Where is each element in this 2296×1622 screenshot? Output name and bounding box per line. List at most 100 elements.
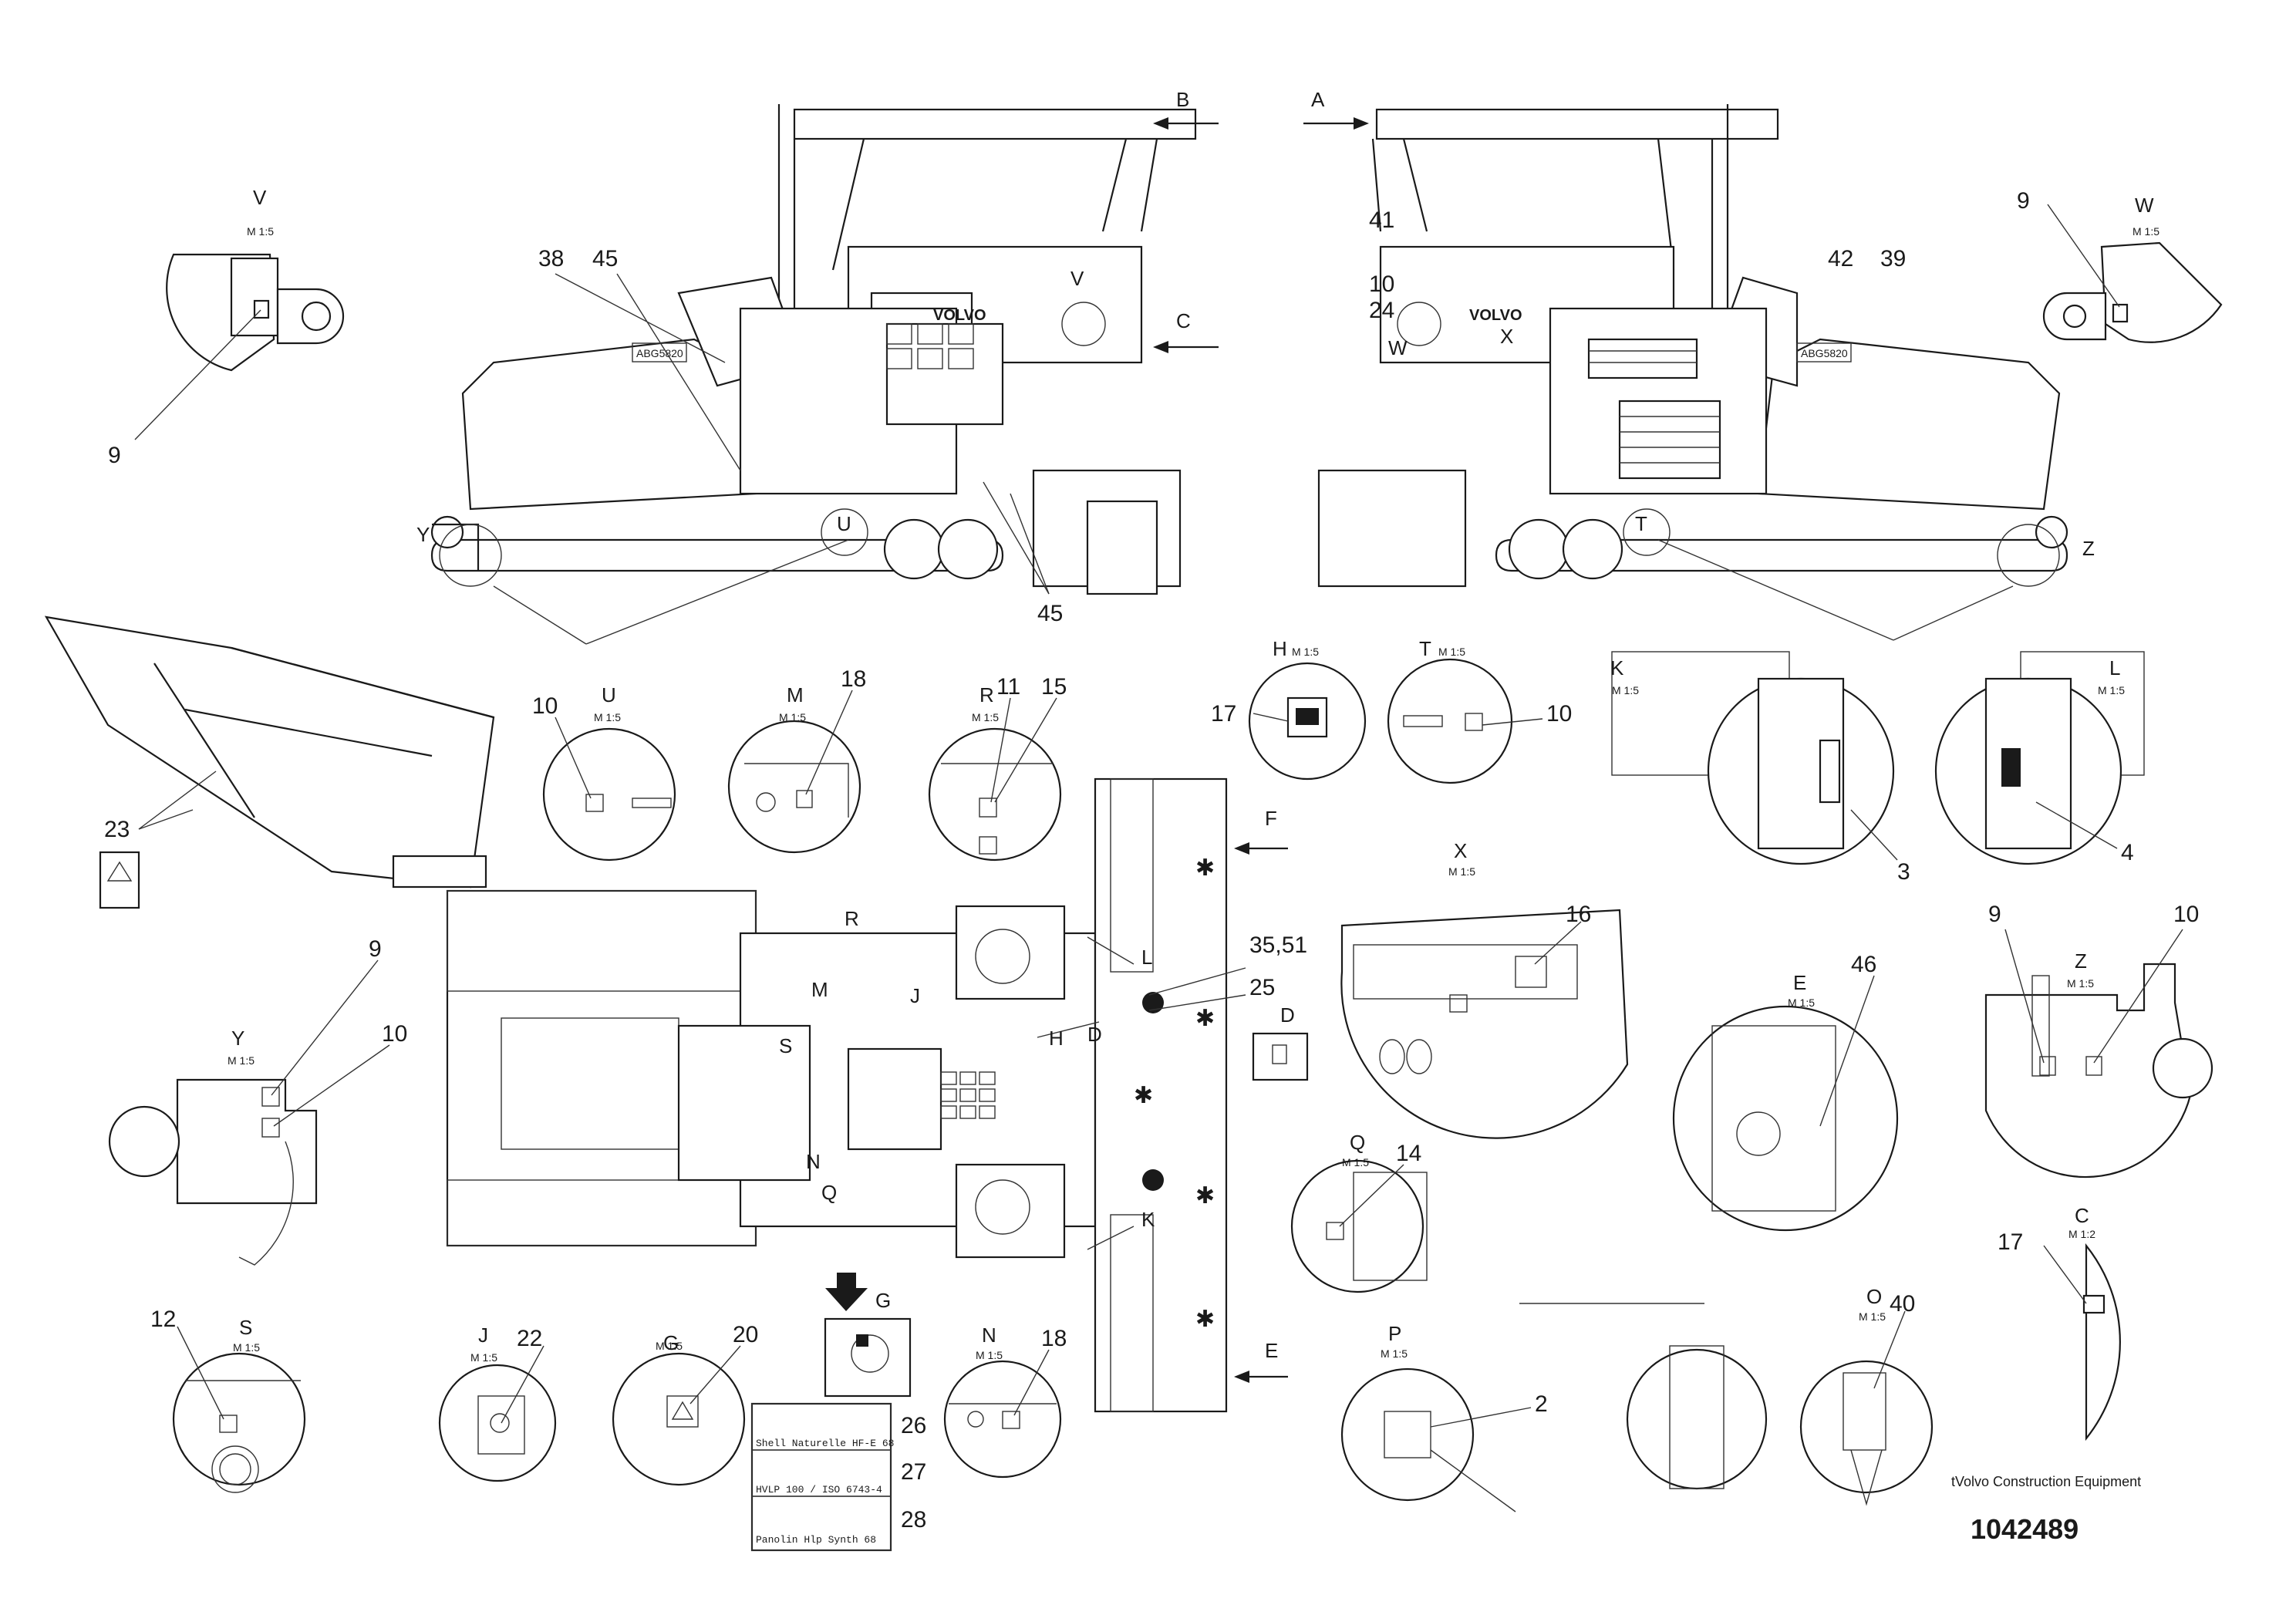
detail-o: O M 1:5 40 (1519, 1285, 1934, 1506)
view-ref-t: T (1635, 512, 1647, 535)
view-ref-w: W (1388, 336, 1408, 359)
detail-s: S M 1:5 12 (150, 1307, 306, 1493)
arrow-label-b: B (1176, 88, 1189, 111)
detail-y-scale: M 1:5 (228, 1054, 255, 1067)
callout-20: 20 (733, 1322, 758, 1347)
detail-x: X M 1:5 16 (1340, 839, 1629, 1139)
side-view-left: VOLVO ABG5820 (430, 104, 1197, 645)
detail-z-title: Z (2075, 949, 2087, 973)
callout-14: 14 (1396, 1141, 1421, 1166)
plan-ref-n: N (806, 1150, 821, 1173)
callout-9-y: 9 (369, 936, 382, 962)
callout-11: 11 (996, 674, 1020, 700)
oil-label-3: Panolin Hlp Synth 68 (756, 1534, 876, 1546)
detail-w-title: W (2135, 194, 2154, 217)
detail-v-title: V (253, 186, 267, 209)
body-panel-grid (886, 323, 974, 369)
detail-r-scale: M 1:5 (972, 711, 999, 723)
detail-l-scale: M 1:5 (2098, 684, 2125, 696)
company-name: tVolvo Construction Equipment (1951, 1474, 2141, 1489)
detail-n: N M 1:5 18 (943, 1324, 1067, 1479)
screed-mark-2: ✱ (1195, 1006, 1215, 1031)
detail-j-title: J (478, 1324, 488, 1347)
top-view-plan: ✱ ✱ ✱ ✱ ✱ L K R M S N Q H D J (446, 777, 1307, 1413)
detail-l-title: L (2109, 656, 2120, 679)
callout-45-top: 45 (592, 246, 618, 271)
hopper-detail: 23 (44, 615, 495, 909)
callout-35-51: 35,51 (1249, 932, 1307, 958)
callout-17-c: 17 (1998, 1229, 2023, 1255)
detail-d-title: D (1280, 1003, 1295, 1027)
detail-o-scale: M 1:5 (1859, 1310, 1886, 1323)
plan-ref-h: H (1049, 1027, 1064, 1050)
callout-24: 24 (1369, 298, 1394, 323)
detail-g-ref: G (875, 1289, 891, 1312)
detail-h: H M 1:5 17 (1211, 637, 1367, 781)
view-ref-u: U (837, 512, 851, 535)
brand-logo-left: VOLVO (933, 307, 986, 324)
detail-n-scale: M 1:5 (976, 1349, 1003, 1361)
callout-9-v: 9 (108, 443, 121, 468)
plan-ref-s: S (779, 1034, 792, 1057)
oil-labels: Shell Naturelle HF-E 68 HVLP 100 / ISO 6… (750, 1402, 926, 1552)
detail-o-title: O (1866, 1285, 1882, 1308)
detail-g: G M 1:5 20 G (612, 1289, 912, 1486)
detail-m: M M 1:5 18 (727, 666, 866, 854)
detail-g-title: G (663, 1331, 679, 1354)
detail-h-scale: M 1:5 (1292, 646, 1319, 658)
detail-n-title: N (982, 1324, 996, 1347)
detail-k-title: K (1610, 656, 1624, 679)
callout-38: 38 (538, 246, 564, 271)
detail-q-title: Q (1350, 1131, 1365, 1154)
screed-mark-5: ✱ (1195, 1307, 1215, 1332)
detail-t-scale: M 1:5 (1438, 646, 1465, 658)
detail-u: U M 1:5 10 (532, 683, 676, 862)
detail-h-title: H (1273, 637, 1287, 660)
view-ref-y: Y (416, 523, 430, 546)
detail-r-title: R (979, 683, 994, 706)
detail-r: R M 1:5 11 15 (928, 674, 1067, 862)
callout-25: 25 (1249, 975, 1275, 1000)
detail-c: C M 1:2 17 (1998, 1204, 2121, 1442)
callout-45-mid: 45 (1037, 601, 1063, 626)
callout-18-m: 18 (841, 666, 866, 692)
model-badge-right: ABG5820 (1801, 347, 1848, 359)
detail-e-scale: M 1:5 (1788, 996, 1815, 1009)
arrow-label-f: F (1265, 807, 1277, 830)
plan-ref-q: Q (821, 1181, 837, 1204)
detail-y: Y M 1:5 9 10 (108, 936, 407, 1266)
detail-x-scale: M 1:5 (1448, 865, 1475, 878)
callout-22: 22 (517, 1326, 542, 1351)
screed-mark-1: ✱ (1195, 855, 1215, 881)
detail-k-scale: M 1:5 (1612, 684, 1639, 696)
callout-23: 23 (104, 817, 130, 842)
detail-e: E M 1:5 46 (1672, 952, 1899, 1232)
brand-logo-right: VOLVO (1469, 307, 1522, 324)
arrow-label-e: E (1265, 1339, 1278, 1362)
detail-j-scale: M 1:5 (470, 1351, 497, 1364)
side-view-right: VOLVO ABG5820 (1317, 104, 2068, 641)
callout-46: 46 (1851, 952, 1876, 977)
detail-p-title: P (1388, 1322, 1401, 1345)
document-number: 1042489 (1971, 1513, 2079, 1545)
view-arrows-top: B A C (1153, 88, 1369, 353)
detail-q-scale: M 1:5 (1342, 1156, 1369, 1168)
callout-12: 12 (150, 1307, 176, 1332)
view-ref-z: Z (2082, 537, 2095, 560)
detail-c-title: C (2075, 1204, 2089, 1227)
detail-v: V M 1:5 9 (108, 186, 345, 468)
plan-ref-k: K (1141, 1208, 1155, 1231)
plan-ref-d: D (1087, 1023, 1102, 1046)
detail-s-title: S (239, 1316, 252, 1339)
detail-u-scale: M 1:5 (594, 711, 621, 723)
detail-y-title: Y (231, 1027, 244, 1050)
detail-d: D (1252, 1003, 1309, 1081)
oil-label-1: Shell Naturelle HF-E 68 (756, 1438, 894, 1449)
detail-e-title: E (1793, 971, 1806, 994)
detail-q: Q M 1:5 14 (1290, 1131, 1428, 1293)
screed-mark-4: ✱ (1195, 1183, 1215, 1209)
detail-x-title: X (1454, 839, 1467, 862)
model-badge-left: ABG5820 (636, 347, 683, 359)
detail-g-scale: M 1:5 (656, 1340, 683, 1352)
